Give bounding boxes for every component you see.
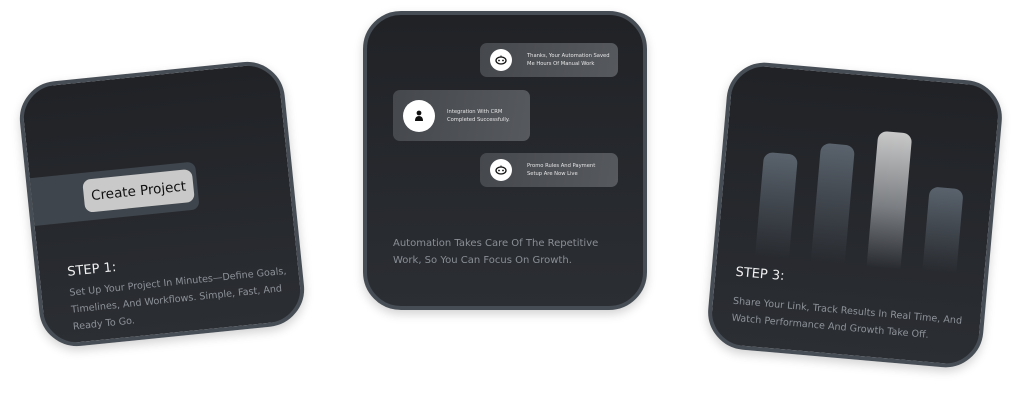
message-bubble: Thanks, Your Automation Saved Me Hours O… <box>480 43 618 77</box>
step3-description: Share Your Link, Track Results In Real T… <box>731 295 963 341</box>
message-bubble: Integration With CRM Completed Successfu… <box>393 90 530 141</box>
chart-bar <box>810 142 856 265</box>
step2-card: Thanks, Your Automation Saved Me Hours O… <box>363 11 647 310</box>
robot-icon <box>490 159 512 181</box>
message-text: Promo Rules And Payment Setup Are Now Li… <box>527 163 596 177</box>
chart-bar <box>866 130 913 270</box>
step2-description: Automation Takes Care Of The Repetitive … <box>393 238 599 266</box>
chart-bar <box>755 151 799 260</box>
step1-card: Create Project STEP 1: Set Up Your Proje… <box>16 58 308 350</box>
robot-icon <box>490 49 512 71</box>
step3-title: STEP 3: <box>734 264 786 285</box>
bar-chart <box>734 64 1001 275</box>
step3-card: STEP 3: Share Your Link, Track Results I… <box>704 59 1006 371</box>
step1-title: STEP 1: <box>66 259 117 280</box>
message-text: Thanks, Your Automation Saved Me Hours O… <box>527 53 610 67</box>
user-icon <box>403 99 435 132</box>
chart-bar <box>922 186 964 275</box>
message-text: Integration With CRM Completed Successfu… <box>447 108 510 123</box>
message-bubble: Promo Rules And Payment Setup Are Now Li… <box>480 153 618 187</box>
